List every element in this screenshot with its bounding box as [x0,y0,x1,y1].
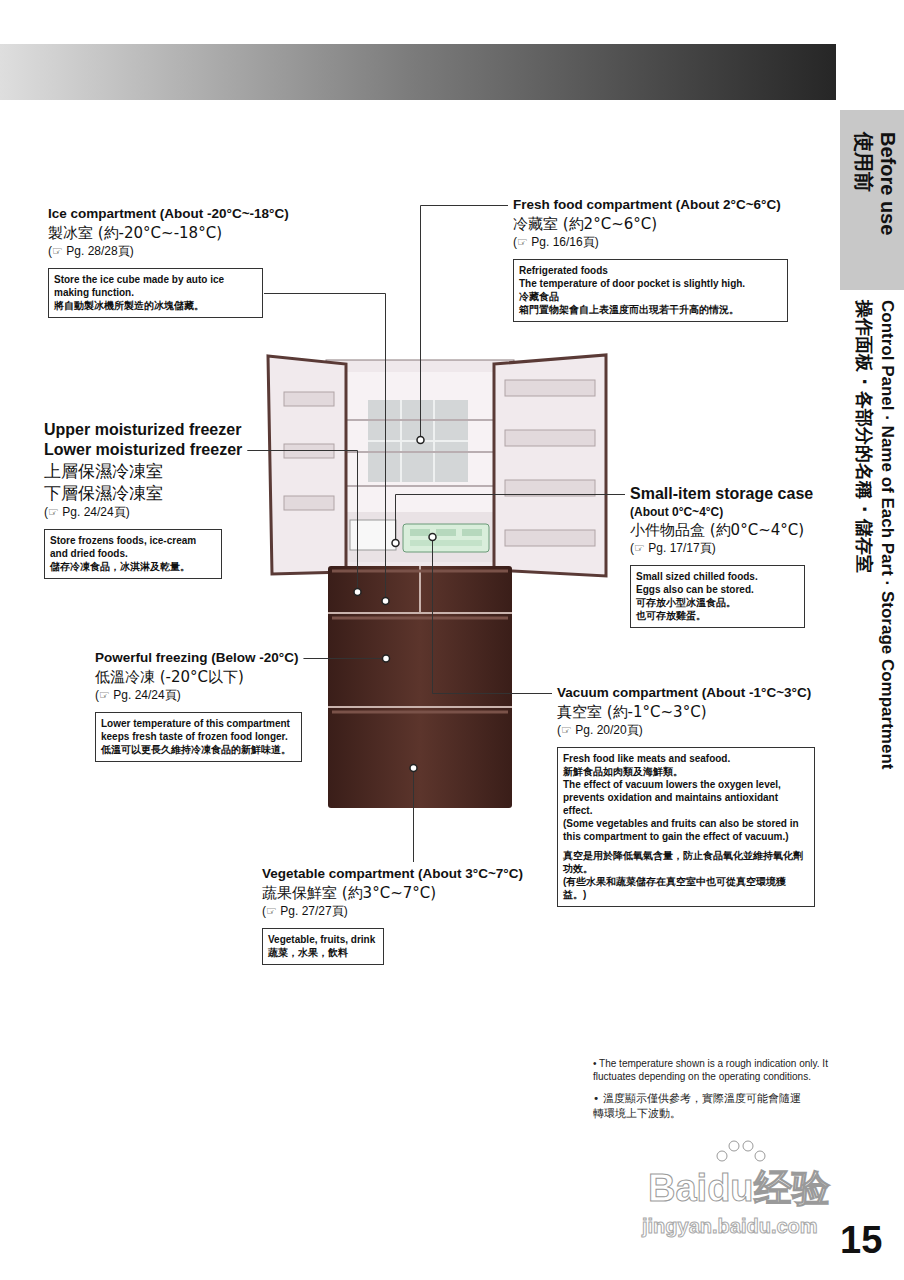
description-text: 蔬菜，水果，飲料 [268,946,378,959]
tab-label: Before use使用前 [852,132,900,235]
leader-dot [354,589,361,596]
callout-heading: Vacuum compartment (About -1°C~3°C) [557,684,811,702]
page-title: Control Panel · Name of Each Part · Stor… [876,300,898,769]
storage-callout: Powerful freezing (Below -20°C)低溫冷凍 (-20… [95,649,302,762]
leader-dot [383,655,390,662]
description-text: Store frozens foods, ice-cream and dried… [50,534,216,560]
chinese-heading: 下層保濕冷凍室 [44,482,163,504]
description-text: 也可存放雞蛋。 [636,609,799,622]
callout-heading: Vegetable compartment (About 3°C~7°C) [262,865,523,883]
page-reference: (☞ Pg. 20/20頁) [557,722,643,739]
description-text: 可存放小型冰溫食品。 [636,596,799,609]
description-text: The effect of vacuum lowers the oxygen l… [563,778,809,817]
leader-line [303,658,386,659]
callout-heading: Powerful freezing (Below -20°C) [95,649,298,667]
leader-dot [417,437,424,444]
chinese-heading: 低溫冷凍 (-20°C以下) [95,667,244,687]
leader-line [433,537,553,694]
storage-callout: Vegetable compartment (About 3°C~7°C)蔬果保… [262,865,384,965]
description-box: Store the ice cube made by auto ice maki… [48,268,263,318]
description-box: Vegetable, fruits, drink蔬菜，水果，飲料 [262,928,384,965]
chinese-heading: 真空室 (約-1°C~3°C) [557,702,707,722]
page-reference: (☞ Pg. 28/28頁) [48,243,134,260]
section-tab-text: Before use [876,132,900,235]
callout-heading: Small-item storage case [630,484,813,504]
page-reference: (☞ Pg. 24/24頁) [95,687,181,704]
description-text: 新鮮食品如肉類及海鮮類。 [563,765,809,778]
description-text: 將自動製冰機所製造的冰塊儲藏。 [54,299,257,312]
page-reference: (☞ Pg. 24/24頁) [44,504,130,521]
description-text: 冷藏食品 [519,290,782,303]
description-text: The temperature of door pocket is slight… [519,277,782,290]
description-text: 箱門置物架會自上表溫度而出現若干升高的情況。 [519,303,782,316]
storage-callout: Ice compartment (About -20°C~-18°C)製冰室 (… [48,205,263,318]
storage-callout: Fresh food compartment (About 2°C~6°C)冷藏… [513,196,788,322]
description-box: Lower temperature of this compartment ke… [95,712,302,762]
chinese-heading: 冷藏室 (約2°C~6°C) [513,214,657,234]
description-box: Fresh food like meats and seafood.新鮮食品如肉… [557,747,815,907]
leader-dot [429,534,436,541]
chinese-heading: 上層保濕冷凍室 [44,460,163,482]
leader-dot [410,765,417,772]
description-text: 低溫可以更長久維持冷凍食品的新鮮味道。 [101,743,296,756]
chinese-heading: 小件物品盒 (約0°C~4°C) [630,520,804,540]
chinese-heading: 製冰室 (約-20°C~-18°C) [48,223,222,243]
description-text: (Some vegetables and fruits can also be … [563,817,809,843]
description-text: Refrigerated foods [519,264,782,277]
page-reference: (☞ Pg. 16/16頁) [513,234,599,251]
page-reference: (☞ Pg. 17/17頁) [630,540,716,557]
callout-heading: Lower moisturized freezer [44,440,242,460]
description-box: Small sized chilled foods.Eggs also can … [630,565,805,628]
leader-line [413,768,414,862]
description-text: Vegetable, fruits, drink [268,933,378,946]
leader-dot [382,598,389,605]
leader-dot [392,540,399,547]
description-text: Small sized chilled foods. [636,570,799,583]
description-text: Eggs also can be stored. [636,583,799,596]
description-text: 儲存冷凍食品，冰淇淋及乾量。 [50,560,216,573]
chinese-heading: 蔬果保鮮室 (約3°C~7°C) [262,883,436,903]
description-text: Fresh food like meats and seafood. [563,752,809,765]
section-tab: Before use使用前 [840,110,904,290]
storage-callout: Upper moisturized freezerLower moisturiz… [44,420,222,579]
page-reference: (☞ Pg. 27/27頁) [262,903,348,920]
leader-line [396,495,626,544]
page-number: 15 [840,1220,882,1262]
description-box: Refrigerated foodsThe temperature of doo… [513,259,788,322]
page-title-chinese: 操作面板 · 各部分的名稱 · 儲存室 [853,300,876,769]
description-box: Store frozens foods, ice-cream and dried… [44,529,222,579]
callout-heading: Upper moisturized freezer [44,420,241,440]
leader-line [247,451,357,593]
leader-line [421,206,509,441]
footnote: • 溫度顯示僅供參考，實際溫度可能會隨運轉環境上下波動。 [593,1091,808,1121]
description-text: (有些水果和蔬菜儲存在真空室中也可從真空環境獲益。) [563,875,809,901]
watermark-url: jingyan.baidu.com [642,1215,818,1237]
description-text: Lower temperature of this compartment ke… [101,717,296,743]
leader-line [264,294,386,602]
description-text: 真空是用於降低氧氣含量，防止食品氧化並維持氧化劑功效。 [563,849,809,875]
description-text: Store the ice cube made by auto ice maki… [54,273,257,299]
watermark: Baidu经验 [648,1168,830,1210]
page-heading: Control Panel · Name of Each Part · Stor… [853,300,898,769]
callout-heading: Fresh food compartment (About 2°C~6°C) [513,196,781,214]
section-tab-text: 使用前 [852,132,876,235]
callout-heading: Ice compartment (About -20°C~-18°C) [48,205,289,223]
temperature-range: (About 0°C~4°C) [630,504,723,520]
storage-callout: Small-item storage case(About 0°C~4°C)小件… [630,484,805,628]
storage-callout: Vacuum compartment (About -1°C~3°C)真空室 (… [557,684,815,907]
footnote: • The temperature shown is a rough indic… [593,1057,848,1083]
